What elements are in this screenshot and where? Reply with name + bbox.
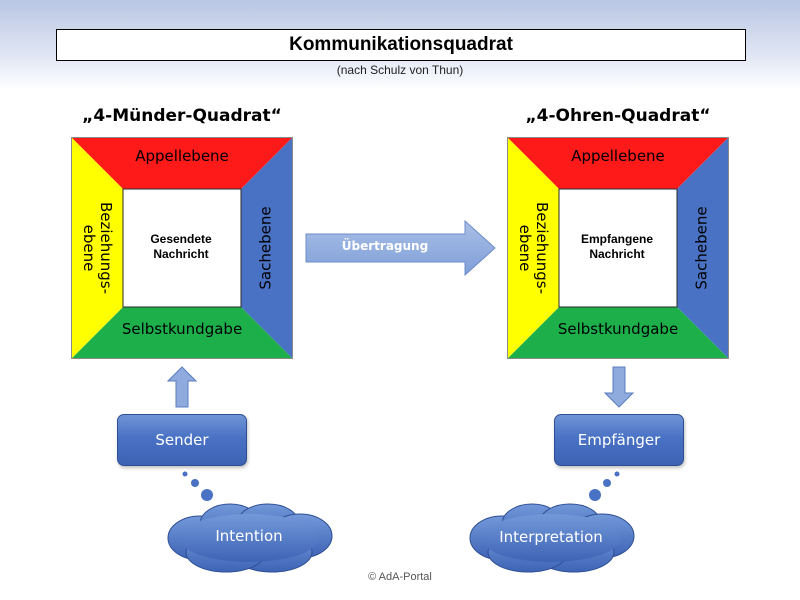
copyright-notice: © AdA-Portal	[368, 571, 432, 583]
page-subtitle: (nach Schulz von Thun)	[336, 63, 464, 77]
intention-cloud	[167, 503, 333, 573]
appellebene-label: Appellebene	[135, 147, 229, 165]
up-arrow	[167, 366, 197, 408]
receiver-box: Empfänger	[554, 414, 684, 466]
receiver-quadrat-heading: „4-Ohren-Quadrat“	[525, 106, 711, 126]
interpretation-label: Interpretation	[499, 528, 603, 546]
beziehungs-segment	[507, 137, 559, 359]
selbstkundgabe-label: Selbstkundgabe	[557, 320, 679, 338]
sender-quadrat-heading: „4-Münder-Quadrat“	[82, 106, 282, 126]
selbstkundgabe-segment	[71, 307, 293, 359]
beziehungsebene-label: Beziehungs-ebene	[516, 201, 551, 295]
sachebene-label: Sachebene	[257, 206, 275, 290]
appellebene-label: Appellebene	[571, 147, 665, 165]
page-title: Kommunikationsquadrat	[56, 29, 746, 61]
sach-segment	[677, 137, 729, 359]
sender-quadrat: Appellebene Selbstkundgabe Beziehungs-eb…	[71, 137, 293, 359]
selbstkundgabe-label: Selbstkundgabe	[121, 320, 243, 338]
transfer-arrow-label: Übertragung	[341, 239, 429, 253]
intention-label: Intention	[215, 527, 283, 545]
beziehungsebene-label: Beziehungs-ebene	[80, 201, 115, 295]
receiver-thought-dots	[589, 471, 620, 501]
interpretation-cloud	[469, 503, 635, 573]
receiver-quadrat: Appellebene Selbstkundgabe Beziehungs-eb…	[507, 137, 729, 359]
down-arrow	[604, 366, 634, 408]
page-title-text: Kommunikationsquadrat	[289, 34, 513, 55]
gesendete-nachricht: Gesendete Nachricht	[150, 232, 212, 261]
transfer-arrow	[305, 220, 496, 276]
sender-thought-dots	[182, 471, 213, 501]
sachebene-label: Sachebene	[693, 206, 711, 290]
empfangene-nachricht: Empfangene Nachricht	[580, 232, 653, 261]
beziehungs-segment	[71, 137, 123, 359]
appell-segment	[71, 137, 293, 189]
selbstkundgabe-segment	[507, 307, 729, 359]
sender-box: Sender	[117, 414, 247, 466]
sach-segment	[241, 137, 293, 359]
appell-segment	[507, 137, 729, 189]
